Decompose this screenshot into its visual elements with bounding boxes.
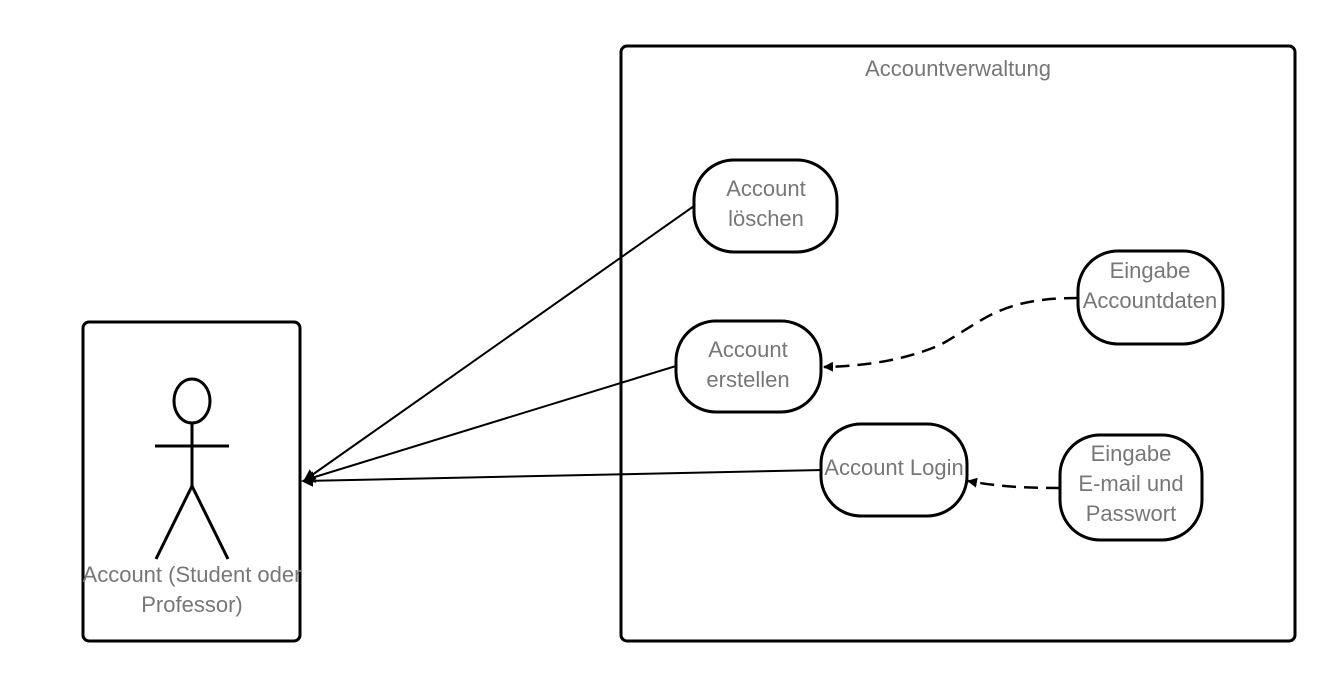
actor-left-leg [154, 485, 194, 560]
usecase-eingabe-email-passwort[interactable]: Eingabe E-mail und Passwort [1058, 433, 1204, 542]
usecase-account-login-line1: Account Login [824, 455, 963, 480]
usecase-account-loeschen-line1: Account [726, 176, 806, 201]
usecase-account-erstellen-line1: Account [708, 337, 788, 362]
usecase-account-loeschen[interactable]: Account löschen [692, 158, 839, 254]
actor-right-leg [190, 485, 230, 560]
association-loeschen [303, 205, 695, 482]
system-title: Accountverwaltung [865, 56, 1051, 81]
usecase-eingabe-email-passwort-line3: Passwort [1086, 501, 1176, 526]
usecase-account-erstellen-line2: erstellen [706, 367, 789, 392]
actor-figure [154, 377, 230, 560]
association-login [301, 469, 824, 487]
actor-label-line1: Account (Student oder [83, 562, 302, 587]
dependency-email-passwort [967, 477, 1061, 490]
usecase-eingabe-accountdaten-line2: Accountdaten [1083, 288, 1218, 313]
usecase-eingabe-accountdaten[interactable]: Eingabe Accountdaten [1076, 249, 1225, 346]
association-erstellen [303, 365, 677, 483]
usecase-account-loeschen-line2: löschen [728, 206, 804, 231]
usecase-eingabe-email-passwort-line1: Eingabe [1091, 441, 1172, 466]
dependency-accountdaten [823, 296, 1079, 372]
usecase-eingabe-accountdaten-line1: Eingabe [1110, 258, 1191, 283]
usecase-account-login[interactable]: Account Login [819, 422, 969, 518]
usecase-eingabe-email-passwort-line2: E-mail und [1078, 471, 1183, 496]
usecase-account-erstellen[interactable]: Account erstellen [674, 319, 823, 414]
actor-label-line2: Professor) [141, 592, 242, 617]
